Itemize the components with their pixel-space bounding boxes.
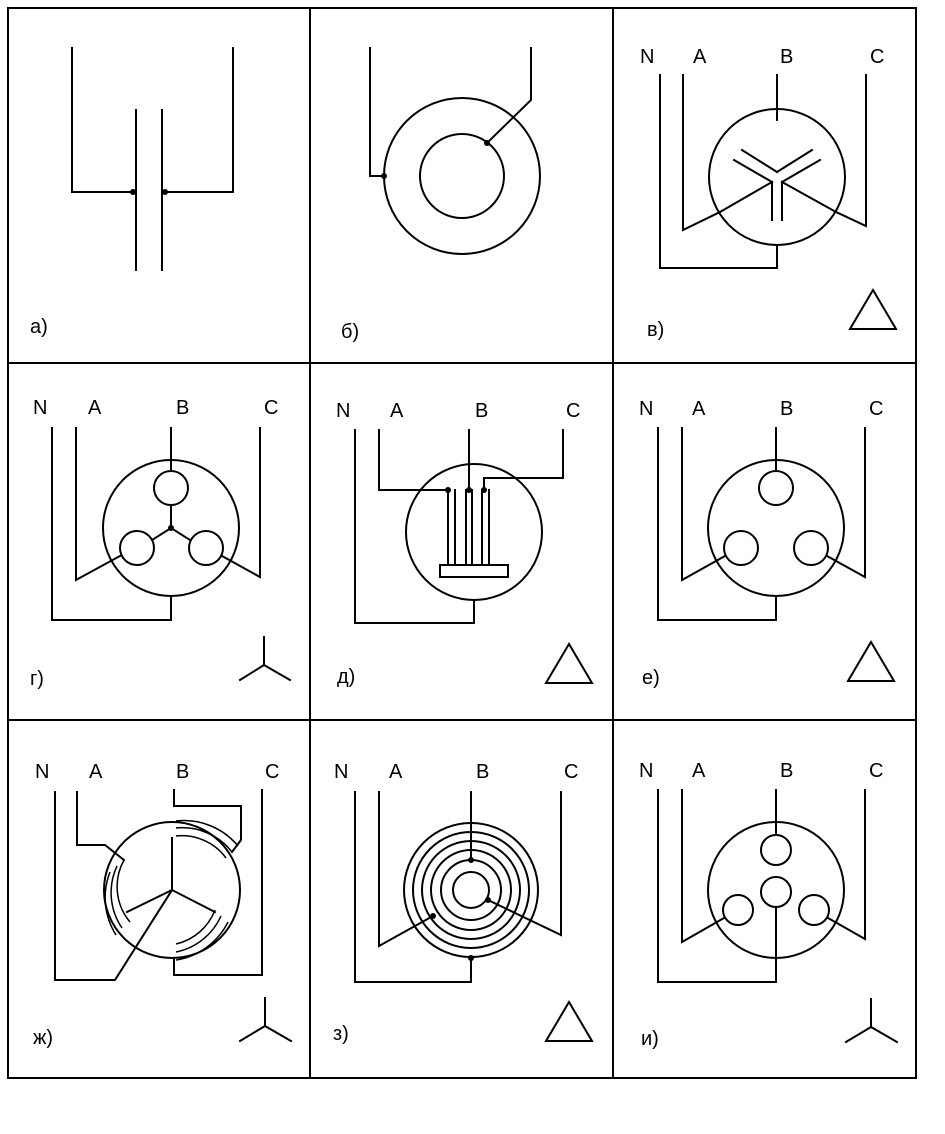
phase-label-n: N: [640, 46, 654, 68]
phase-label-a: A: [89, 761, 103, 783]
panel-label: в): [647, 319, 664, 341]
phase-label-n: N: [33, 397, 47, 419]
panel-i: N A B C и): [639, 760, 899, 1050]
phase-label-c: C: [265, 761, 279, 783]
phase-label-c: C: [869, 760, 883, 782]
panel-label: а): [30, 316, 48, 338]
phase-label-a: A: [692, 398, 706, 420]
panel-b: б): [341, 47, 541, 343]
phase-label-n: N: [336, 400, 350, 422]
phase-label-b: B: [476, 761, 489, 783]
star-connection-icon: [238, 636, 292, 682]
phase-label-c: C: [870, 46, 884, 68]
grid-frame: [7, 7, 917, 1079]
phase-label-c: C: [566, 400, 580, 422]
phase-label-n: N: [334, 761, 348, 783]
phase-label-n: N: [639, 398, 653, 420]
panel-zh: N A B C: [33, 761, 293, 1049]
delta-connection-icon: [848, 288, 898, 330]
concentric-ring-electrodes-drawing: [354, 791, 562, 983]
panel-label: д): [337, 666, 355, 688]
phase-label-b: B: [176, 397, 189, 419]
phase-label-b: B: [176, 761, 189, 783]
panel-v: N A B C в): [640, 46, 898, 341]
panel-label: г): [30, 668, 44, 690]
coaxial-electrodes-drawing: [369, 47, 541, 255]
phase-label-b: B: [780, 46, 793, 68]
panel-a: а): [30, 47, 234, 338]
panel-z: N A B C з): [333, 761, 594, 1045]
delta-connection-icon: [544, 642, 594, 684]
four-rod-electrodes-drawing: [657, 789, 866, 983]
phase-label-a: A: [692, 760, 706, 782]
panel-g: N A B C г): [30, 397, 292, 690]
three-phase-plate-electrodes-drawing: [659, 74, 867, 269]
phase-label-c: C: [564, 761, 578, 783]
phase-label-a: A: [389, 761, 403, 783]
phase-label-b: B: [780, 760, 793, 782]
phase-label-b: B: [780, 398, 793, 420]
delta-connection-icon: [846, 640, 896, 682]
phase-label-a: A: [88, 397, 102, 419]
panel-label: и): [641, 1028, 659, 1050]
phase-label-b: B: [475, 400, 488, 422]
phase-label-a: A: [390, 400, 404, 422]
delta-connection-icon: [544, 1000, 594, 1042]
panel-e: N A B C е): [639, 398, 896, 689]
phase-label-c: C: [264, 397, 278, 419]
phase-label-c: C: [869, 398, 883, 420]
phase-label-n: N: [35, 761, 49, 783]
three-rod-delta-electrodes-drawing: [657, 427, 866, 621]
panel-label: е): [642, 667, 660, 689]
arc-plate-star-electrodes-drawing: [54, 789, 263, 981]
phase-label-n: N: [639, 760, 653, 782]
star-connection-icon: [238, 997, 293, 1043]
panel-d: N A B C д): [336, 400, 594, 688]
panel-label: з): [333, 1023, 349, 1045]
three-rod-star-electrodes-drawing: [51, 427, 261, 621]
phase-label-a: A: [693, 46, 707, 68]
comb-plate-electrodes-drawing: [354, 429, 564, 624]
star-connection-icon: [844, 998, 899, 1044]
panel-label: ж): [33, 1027, 53, 1049]
panel-label: б): [341, 321, 359, 343]
parallel-electrodes-drawing: [71, 47, 234, 271]
